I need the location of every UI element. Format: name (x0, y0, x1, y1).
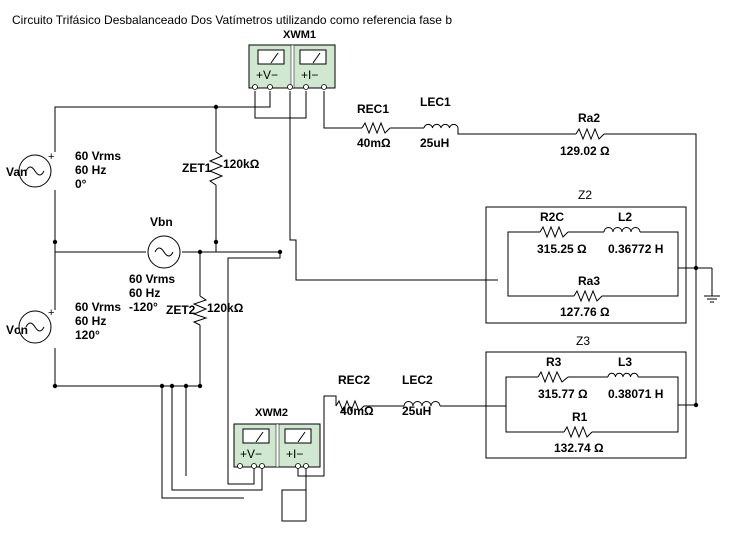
wattmeter-xwm2[interactable]: XWM2 +V− +I− (233, 407, 321, 469)
meter-face-icon (284, 428, 312, 444)
r2c-value: 315.25 Ω (537, 242, 587, 256)
terminal-icons (252, 84, 327, 90)
inductor-icon (423, 123, 459, 129)
wires (54, 91, 713, 522)
source-vbn[interactable]: Vbn 60 Vrms 60 Hz -120° (129, 215, 181, 314)
r1-name: R1 (572, 410, 588, 424)
rec1-name: REC1 (357, 102, 389, 116)
resistor-r1[interactable]: R1 132.74 Ω (554, 410, 604, 455)
l2-name: L2 (618, 210, 632, 224)
inductor-icon (603, 227, 641, 233)
xwm1-v-label: +V− (256, 68, 278, 82)
ra3-value: 127.76 Ω (560, 305, 610, 319)
source-vcn[interactable]: + Vcn 60 Vrms 60 Hz 120° (6, 300, 121, 344)
ground-icon (704, 295, 720, 303)
ra2-value: 129.02 Ω (560, 144, 610, 158)
meter-face-icon (242, 428, 270, 444)
resistor-rec1[interactable]: REC1 40mΩ (357, 102, 391, 150)
l3-name: L3 (618, 355, 632, 369)
z2-title: Z2 (578, 188, 592, 202)
meter-face-icon (257, 49, 285, 65)
z2-box (485, 206, 687, 324)
lec1-name: LEC1 (420, 95, 451, 109)
xwm1-divider (290, 44, 295, 89)
z3-box (485, 351, 687, 459)
xwm2-i-label: +I− (286, 447, 303, 461)
inductor-icon (607, 372, 639, 378)
vcn-freq: 60 Hz (75, 314, 106, 328)
rec1-value: 40mΩ (357, 136, 391, 150)
xwm2-divider (275, 423, 280, 468)
meter-face-icon (299, 49, 327, 65)
vcn-name: Vcn (6, 323, 28, 337)
resistor-r2c[interactable]: R2C 315.25 Ω (537, 210, 587, 256)
xwm1-name: XWM1 (283, 29, 316, 41)
xwm2-v-label: +V− (240, 447, 262, 461)
vcn-plus: + (48, 307, 54, 319)
resistor-icon (208, 151, 224, 186)
inductor-icon (403, 401, 441, 407)
resistor-icon (563, 425, 593, 439)
zet2-value: 120kΩ (207, 301, 244, 315)
resistor-r3[interactable]: R3 315.77 Ω (537, 355, 588, 401)
r3-value: 315.77 Ω (538, 387, 588, 401)
l2-value: 0.36772 H (608, 242, 663, 256)
resistor-icon (192, 295, 208, 326)
van-plus: + (48, 151, 54, 163)
xwm2-name: XWM2 (255, 407, 288, 419)
z3-title: Z3 (576, 334, 590, 348)
lec2-value: 25uH (402, 404, 431, 418)
zet1-name: ZET1 (182, 161, 212, 175)
r3-name: R3 (546, 355, 562, 369)
lec2-name: LEC2 (402, 373, 433, 387)
ra3-name: Ra3 (578, 274, 600, 288)
van-phase: 0° (75, 177, 87, 191)
resistor-zet2[interactable]: ZET2 120kΩ (166, 295, 244, 326)
inductor-lec1[interactable]: LEC1 25uH (420, 95, 459, 150)
wattmeter-xwm1[interactable]: XWM1 +V− +I− (248, 29, 336, 90)
vbn-amp: 60 Vrms (129, 272, 175, 286)
resistor-zet1[interactable]: ZET1 120kΩ (182, 151, 260, 186)
inductor-l3[interactable]: L3 0.38071 H (607, 355, 663, 401)
vcn-phase: 120° (75, 328, 100, 342)
resistor-icon (537, 370, 569, 384)
van-freq: 60 Hz (75, 163, 106, 177)
resistor-icon (335, 399, 365, 413)
xwm1-i-label: +I− (301, 68, 318, 82)
vbn-freq: 60 Hz (129, 286, 160, 300)
zet2-name: ZET2 (166, 303, 196, 317)
source-van[interactable]: + Van 60 Vrms 60 Hz 0° (6, 149, 121, 191)
rec2-value: 40mΩ (340, 404, 374, 418)
van-amp: 60 Vrms (75, 149, 121, 163)
l3-value: 0.38071 H (608, 387, 663, 401)
resistor-ra2[interactable]: Ra2 129.02 Ω (560, 111, 610, 158)
resistor-icon (573, 289, 603, 303)
resistor-icon (539, 225, 569, 239)
van-name: Van (6, 165, 27, 179)
resistor-icon (361, 121, 391, 135)
vcn-amp: 60 Vrms (75, 300, 121, 314)
vbn-name: Vbn (150, 215, 173, 229)
diagram-title: Circuito Trifásico Desbalanceado Dos Vat… (12, 13, 452, 27)
zet1-value: 120kΩ (223, 157, 260, 171)
vbn-phase: -120° (129, 300, 158, 314)
resistor-ra3[interactable]: Ra3 127.76 Ω (560, 274, 610, 319)
resistor-rec2[interactable]: REC2 40mΩ (335, 373, 374, 418)
ra2-name: Ra2 (578, 111, 600, 125)
terminal-icons (237, 463, 309, 469)
rec2-name: REC2 (338, 373, 370, 387)
r2c-name: R2C (540, 210, 564, 224)
inductor-l2[interactable]: L2 0.36772 H (603, 210, 663, 256)
r1-value: 132.74 Ω (554, 441, 604, 455)
lec1-value: 25uH (420, 136, 449, 150)
inductor-lec2[interactable]: LEC2 25uH (402, 373, 441, 418)
junction-dots (52, 104, 699, 408)
resistor-icon (575, 127, 605, 141)
